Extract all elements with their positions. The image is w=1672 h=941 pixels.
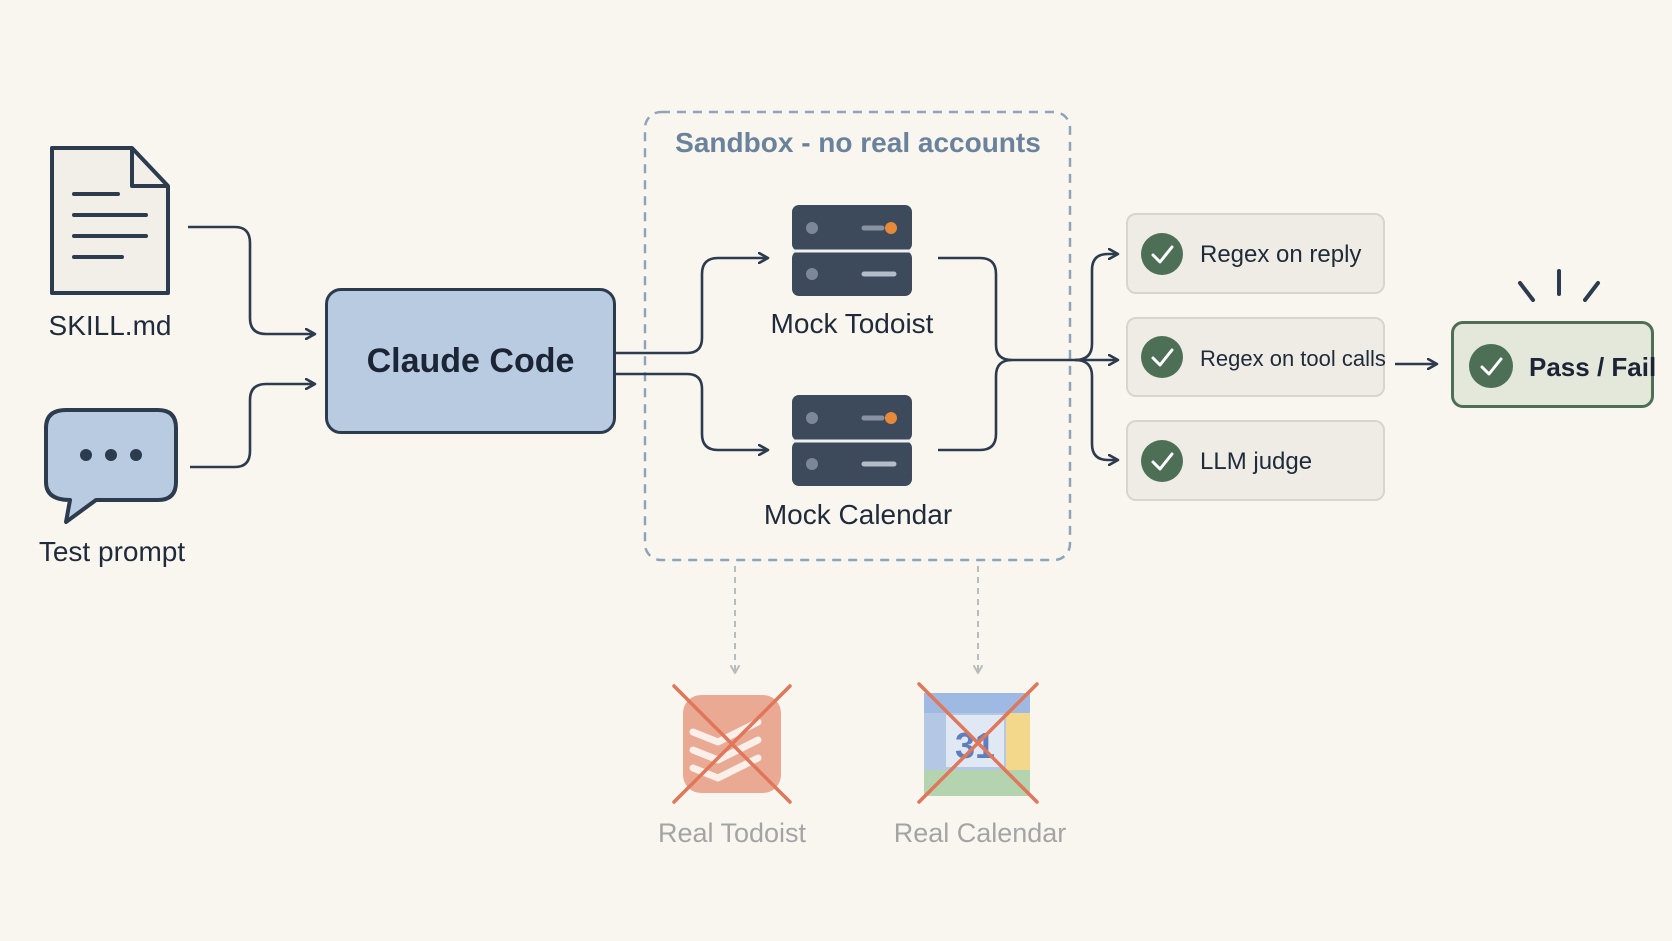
server-icon-todoist [792, 205, 912, 296]
pass-fail-label: Pass / Fail [1529, 352, 1657, 382]
document-icon [50, 146, 170, 295]
skill-to-claude-arrow [188, 225, 315, 334]
cross-icon-calendar [917, 682, 1039, 804]
check-card-regex-tool-calls: Regex on tool calls [1126, 317, 1386, 397]
sandbox-boundary [643, 110, 1072, 562]
to-llm-judge-arrow [1074, 358, 1118, 460]
mock-calendar-label: Mock Calendar [763, 499, 953, 530]
real-todoist-label: Real Todoist [657, 818, 807, 848]
claude-code-node: Claude Code [325, 288, 616, 434]
calendar-to-checks-line [938, 358, 1013, 452]
prompt-label: Test prompt [38, 536, 186, 567]
check-label: Regex on reply [1200, 241, 1362, 268]
check-card-llm-judge: LLM judge [1126, 420, 1385, 501]
check-label: LLM judge [1200, 448, 1313, 475]
sparkle-icon [1518, 269, 1600, 302]
claude-to-todoist-arrow [616, 258, 768, 355]
check-label: Regex on tool calls [1200, 346, 1386, 371]
real-calendar-label: Real Calendar [893, 818, 1067, 848]
check-icon [1141, 440, 1183, 482]
cross-icon-todoist [672, 684, 792, 804]
mock-todoist-label: Mock Todoist [770, 308, 934, 339]
check-icon [1141, 233, 1183, 275]
todoist-to-checks-line [938, 256, 1075, 362]
skill-label: SKILL.md [48, 310, 172, 341]
claude-to-calendar-arrow [616, 372, 768, 450]
check-card-regex-reply: Regex on reply [1126, 213, 1385, 294]
server-icon-calendar [792, 395, 912, 486]
claude-code-label: Claude Code [366, 341, 575, 380]
sandbox-title: Sandbox - no real accounts [675, 127, 1041, 158]
check-icon [1141, 336, 1183, 378]
pass-fail-node: Pass / Fail [1451, 321, 1657, 408]
prompt-to-claude-arrow [190, 384, 315, 469]
to-regex-reply-arrow [1074, 254, 1118, 362]
check-icon [1469, 344, 1513, 388]
chat-bubble-icon [44, 408, 178, 524]
